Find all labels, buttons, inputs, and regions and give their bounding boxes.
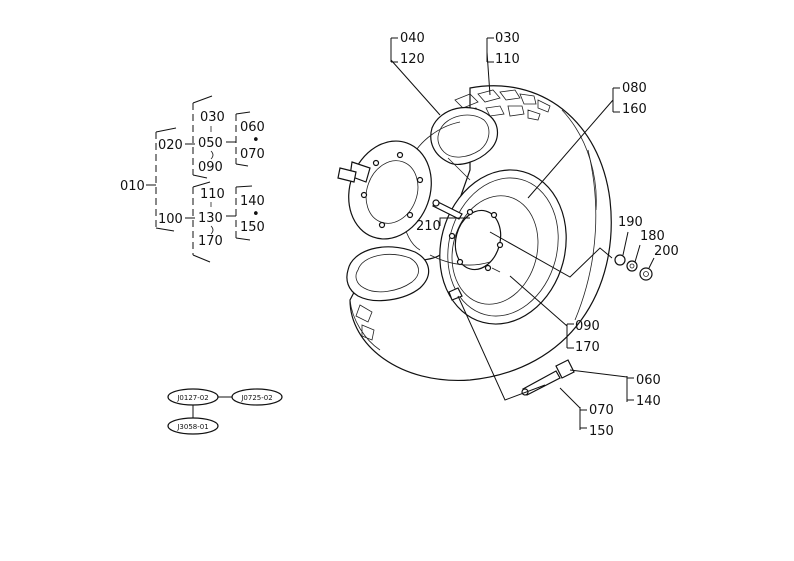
callout-110: 110 [495,52,520,67]
callout-170: 170 [575,340,600,355]
callout-labels: 040 120 030 110 080 160 210 190 180 200 … [400,31,679,439]
tree-lower-pair-top: 140 [240,194,265,209]
callout-030: 030 [495,31,520,46]
tree-upper-first: 030 [200,110,225,125]
callout-060: 060 [636,373,661,388]
callout-200: 200 [654,244,679,259]
tire-valve [521,359,575,396]
tire-upper-section [430,106,499,181]
callout-160: 160 [622,102,647,117]
tree-upper-second: 050 [198,136,223,151]
rim [439,169,567,325]
hub [337,140,432,240]
wheel-illustration [337,85,653,396]
reference-ovals: J0127-02 J0725-02 J3058-01 [167,388,283,435]
nut-stack [614,254,653,281]
svg-text:•: • [252,133,260,148]
nut-190 [614,254,626,266]
tree-lower-key: 100 [158,212,183,227]
callout-140: 140 [636,394,661,409]
tree-upper-third: 090 [198,160,223,175]
ref-left-label: J0127-02 [176,394,208,402]
ref-right-label: J0725-02 [240,394,272,402]
tree-root-label: 010 [120,179,145,194]
valve-stem-210 [432,199,463,220]
tree-lower-second: 130 [198,211,223,226]
tree-lower-pair-bottom: 150 [240,220,265,235]
svg-text:•: • [252,207,260,222]
callout-120: 120 [400,52,425,67]
callout-150: 150 [589,424,614,439]
tree-upper-pair-top: 060 [240,120,265,135]
ref-bottom-label: J3058-01 [176,423,208,431]
callout-070: 070 [589,403,614,418]
tree-upper-pair-bottom: 070 [240,147,265,162]
nut-200 [639,267,653,281]
callout-080: 080 [622,81,647,96]
leader-lines [390,37,655,430]
callout-190: 190 [618,215,643,230]
tire-lower-section [346,246,430,351]
callout-180: 180 [640,229,665,244]
callout-040: 040 [400,31,425,46]
ref-oval-right [231,388,283,406]
washer-180 [626,260,638,272]
rim-bolt-hole [466,208,474,216]
ref-oval-bottom [167,417,219,435]
callout-090: 090 [575,319,600,334]
part-number-tree: 010 020 030 050 090 060 • 070 100 110 13… [120,95,265,263]
tree-lower-first: 110 [200,187,225,202]
tree-lower-third: 170 [198,234,223,249]
tree-upper-key: 020 [158,138,183,153]
callout-210: 210 [416,219,441,234]
